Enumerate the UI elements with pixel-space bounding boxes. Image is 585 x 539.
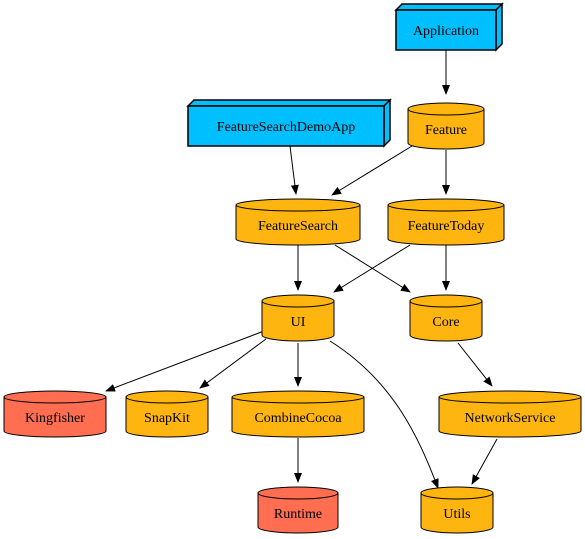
node-snapkit-rim — [125, 396, 209, 404]
node-application-top — [394, 3, 504, 11]
edge-ui-to-utils — [329, 340, 439, 489]
node-core[interactable]: Core — [409, 294, 483, 342]
node-kingfisher[interactable]: Kingfisher — [3, 390, 107, 438]
node-ui[interactable]: UI — [261, 294, 335, 342]
node-application-box — [395, 9, 497, 51]
node-application-label: Application — [413, 24, 479, 39]
node-feature-rim — [407, 108, 485, 116]
node-snapkit-label: SnapKit — [144, 411, 190, 426]
node-runtime-label: Runtime — [274, 507, 322, 522]
node-networkservice[interactable]: NetworkService — [438, 390, 582, 438]
node-featuresearch-label: FeatureSearch — [258, 219, 338, 234]
node-application[interactable]: Application — [394, 2, 504, 52]
node-snapkit[interactable]: SnapKit — [125, 390, 209, 438]
edge-feature-to-featuresearch — [331, 145, 413, 196]
node-ui-rim — [261, 300, 335, 308]
node-utils[interactable]: Utils — [420, 486, 494, 534]
node-featuresearch[interactable]: FeatureSearch — [235, 198, 361, 246]
node-combinecocoa-label: CombineCocoa — [254, 411, 342, 426]
node-featuresearchdemoapp-label: FeatureSearchDemoApp — [217, 120, 355, 135]
node-featuretoday[interactable]: FeatureToday — [387, 198, 505, 246]
edge-networkservice-to-utils — [471, 438, 498, 485]
node-core-rim — [409, 300, 483, 308]
edge-core-to-networkservice — [457, 342, 493, 387]
node-utils-rim — [420, 492, 494, 500]
edge-featuresearchdemoapp-to-featuresearch — [289, 145, 299, 195]
node-application-side — [495, 2, 503, 52]
node-feature-label: Feature — [425, 123, 467, 138]
node-utils-label: Utils — [443, 507, 470, 522]
node-featuresearch-rim — [235, 204, 361, 212]
node-featuresearchdemoapp-box — [187, 105, 385, 147]
node-combinecocoa-rim — [231, 396, 365, 404]
node-runtime-rim — [257, 492, 339, 500]
node-core-label: Core — [432, 315, 459, 330]
node-featuretoday-rim — [387, 204, 505, 212]
node-ui-label: UI — [291, 315, 306, 330]
node-combinecocoa[interactable]: CombineCocoa — [231, 390, 365, 438]
node-runtime[interactable]: Runtime — [257, 486, 339, 534]
node-kingfisher-label: Kingfisher — [25, 411, 85, 426]
edge-ui-to-snapkit — [199, 338, 267, 389]
node-featuresearchdemoapp-side — [383, 98, 391, 148]
node-featuresearchdemoapp-top — [186, 99, 392, 107]
node-feature[interactable]: Feature — [407, 102, 485, 150]
node-networkservice-label: NetworkService — [465, 411, 556, 426]
edges-layer — [105, 50, 498, 489]
node-kingfisher-rim — [3, 396, 107, 404]
node-featuretoday-label: FeatureToday — [408, 219, 485, 234]
node-featuresearchdemoapp[interactable]: FeatureSearchDemoApp — [186, 98, 392, 148]
node-networkservice-rim — [438, 396, 582, 404]
edge-featuretoday-to-ui — [333, 244, 411, 293]
edge-ui-to-kingfisher — [105, 330, 265, 392]
